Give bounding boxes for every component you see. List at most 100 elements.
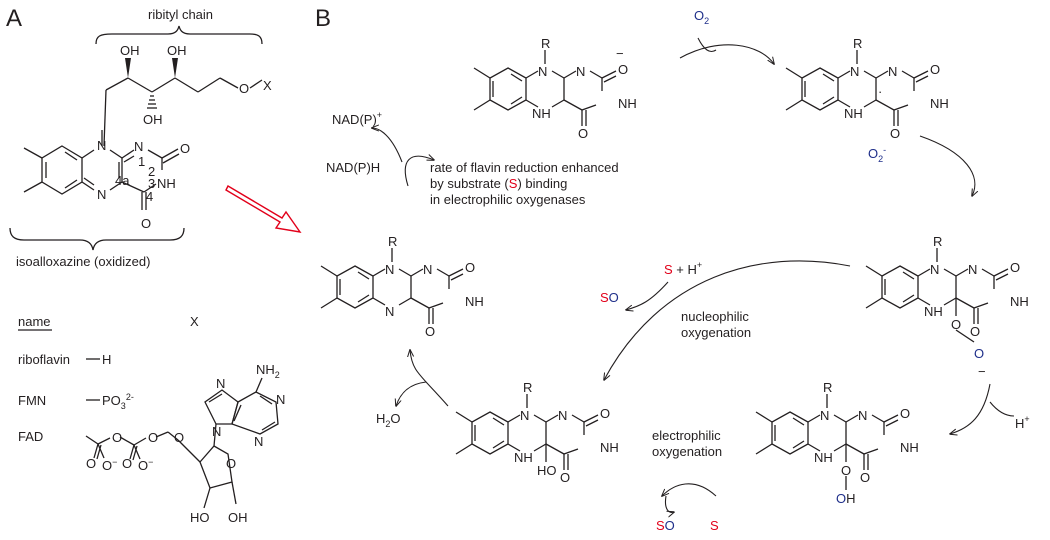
nh-2b: NH bbox=[930, 96, 949, 111]
o-3b: O bbox=[425, 324, 435, 339]
o-4b: O bbox=[970, 324, 980, 339]
oh-3: OH bbox=[143, 112, 163, 127]
ho-6: HO bbox=[537, 463, 557, 478]
arrow-so-electrophilic bbox=[664, 495, 674, 512]
s-h-plus: S + H+ bbox=[664, 260, 702, 277]
row-riboflavin-value: H bbox=[102, 352, 111, 367]
arrow-water-out bbox=[396, 381, 427, 406]
n-4a: N bbox=[930, 262, 939, 277]
fad-o-3: O bbox=[86, 456, 96, 471]
arrow-dehydration bbox=[410, 350, 449, 407]
position-2: 2 bbox=[148, 164, 155, 179]
table-header-name: name bbox=[18, 314, 51, 329]
nh-6a: NH bbox=[514, 450, 533, 465]
superoxide: O2- bbox=[868, 145, 886, 164]
nh-1b: NH bbox=[618, 96, 637, 111]
electrophilic-note-1: electrophilic bbox=[652, 428, 721, 443]
o-4c: O bbox=[951, 317, 961, 332]
c4a-hydroxide bbox=[455, 393, 599, 471]
n5-atom: N bbox=[97, 187, 106, 202]
fad-ominus-1: O− bbox=[102, 457, 117, 473]
c4a-hydroperoxide bbox=[755, 393, 899, 490]
arrow-nucleophilic bbox=[604, 260, 851, 380]
nh-1a: NH bbox=[532, 106, 551, 121]
fad-o-5: O bbox=[174, 430, 184, 445]
ether-o: O bbox=[239, 81, 249, 96]
fad-structure bbox=[85, 377, 279, 509]
o-4d: O bbox=[974, 346, 984, 361]
arrow-so-out bbox=[626, 281, 669, 310]
nadph: NAD(P)H bbox=[326, 160, 380, 175]
isoalloxazine-brace bbox=[9, 227, 185, 251]
reduction-note-3: in electrophilic oxygenases bbox=[430, 192, 586, 207]
arrow-o2-addition bbox=[679, 44, 774, 64]
so-electrophilic: SO bbox=[656, 518, 675, 533]
n-3c: N bbox=[385, 304, 394, 319]
o-6a: O bbox=[600, 406, 610, 421]
o2-atom: O bbox=[180, 141, 190, 156]
row-fad-name: FAD bbox=[18, 429, 43, 444]
arrow-nadp-out bbox=[372, 128, 403, 163]
oh-5: OH bbox=[836, 491, 856, 506]
nh-5a: NH bbox=[814, 450, 833, 465]
n1-atom: N bbox=[134, 139, 143, 154]
ribityl-chain-label: ribityl chain bbox=[148, 7, 213, 22]
fad-o-4: O bbox=[122, 456, 132, 471]
nucleophilic-note-2: oxygenation bbox=[681, 325, 751, 340]
ribityl-chain bbox=[103, 58, 263, 147]
r-2: R bbox=[853, 36, 862, 51]
anion-charge: − bbox=[616, 46, 624, 61]
isoalloxazine-structure bbox=[23, 130, 180, 210]
reduction-note-1: rate of flavin reduction enhanced bbox=[430, 160, 619, 175]
row-fmn-name: FMN bbox=[18, 393, 46, 408]
o2-entry-curve bbox=[697, 37, 717, 53]
o-2a: O bbox=[930, 62, 940, 77]
n-4b: N bbox=[968, 262, 977, 277]
fad-ominus-2: O− bbox=[138, 457, 153, 473]
arrow-protonation bbox=[950, 383, 991, 434]
r-3: R bbox=[388, 234, 397, 249]
n-6b: N bbox=[558, 408, 567, 423]
arrow-reduction bbox=[404, 156, 434, 187]
red-outline-arrow bbox=[225, 185, 302, 233]
nh-4a: NH bbox=[924, 304, 943, 319]
r-6: R bbox=[523, 380, 532, 395]
n3h-atom: NH bbox=[157, 176, 176, 191]
position-3: 3 bbox=[148, 176, 155, 191]
isoalloxazine-label: isoalloxazine (oxidized) bbox=[16, 254, 150, 269]
n-1b: N bbox=[576, 64, 585, 79]
oh-2: OH bbox=[167, 43, 187, 58]
o-2b: O bbox=[890, 126, 900, 141]
table-header-x: X bbox=[190, 314, 199, 329]
nh-5b: NH bbox=[900, 440, 919, 455]
fad-n9: N bbox=[212, 424, 221, 439]
o-4a: O bbox=[1010, 260, 1020, 275]
c4a-peroxide bbox=[865, 247, 1009, 343]
n-1a: N bbox=[538, 64, 547, 79]
o-1a: O bbox=[618, 62, 628, 77]
r-4: R bbox=[933, 234, 942, 249]
x-substituent: X bbox=[263, 78, 272, 93]
fad-ho: HO bbox=[190, 510, 210, 525]
fad-n3: N bbox=[254, 434, 263, 449]
n-2a: N bbox=[850, 64, 859, 79]
nh-4b: NH bbox=[1010, 294, 1029, 309]
n-3a: N bbox=[385, 262, 394, 277]
fad-oh: OH bbox=[228, 510, 248, 525]
peroxo-charge: − bbox=[978, 364, 986, 379]
n-5a: N bbox=[820, 408, 829, 423]
fad-o-2: O bbox=[148, 430, 158, 445]
fad-n1: N bbox=[276, 392, 285, 407]
n10-atom: N bbox=[97, 138, 106, 153]
fad-ring-o: O bbox=[226, 456, 236, 471]
o2-label: O2 bbox=[694, 8, 709, 26]
n-2b: N bbox=[888, 64, 897, 79]
nh-6b: NH bbox=[600, 440, 619, 455]
arrow-radical-recombination bbox=[919, 135, 975, 196]
o-3a: O bbox=[465, 260, 475, 275]
arrow-electrophilic bbox=[662, 483, 717, 496]
o-6b: O bbox=[560, 470, 570, 485]
panel-a-label: A bbox=[6, 5, 22, 32]
ribityl-brace bbox=[95, 25, 263, 45]
